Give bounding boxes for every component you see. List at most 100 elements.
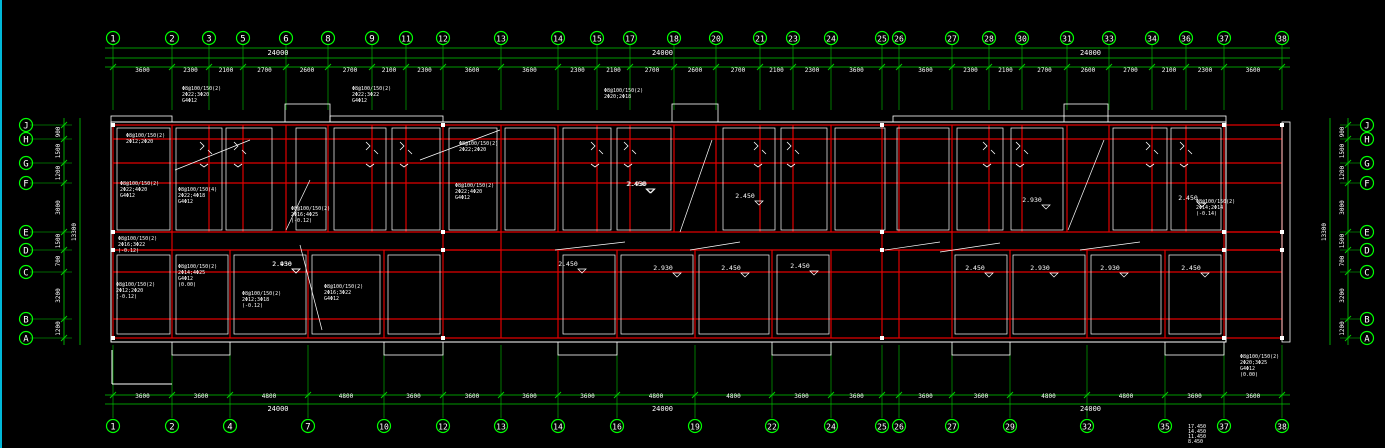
axis-label: 38 [1277,423,1287,432]
annotation-line: Φ8@100/150(2) [324,284,363,290]
axis-circle [666,30,682,46]
leader-line [174,139,251,171]
dim-tick [827,391,835,399]
bottom-dim-value: 3600 [794,393,809,400]
stair-hood-outline [1063,103,1109,123]
axis-label: 34 [1147,35,1157,44]
bottom-axis-bubble: 7 [300,418,316,434]
axis-label: 3 [206,35,211,45]
level-triangle [645,188,655,194]
top-axis-bubble: 6 [278,30,294,46]
room-slab-outline [562,254,616,335]
top-dim-value: 3600 [465,67,480,74]
level-value: 2.930 [1030,264,1050,272]
dim-tick [239,63,247,71]
axis-label: 12 [438,423,448,432]
dim-tick [168,391,176,399]
annotation-line: 2Φ22;2Φ20 [459,147,486,153]
leader-line [689,241,741,251]
axis-label: 37 [1219,423,1229,432]
beam-annotation: Φ8@100/150(2)2Φ12;2Φ20(-0.12) [116,282,155,300]
axis-label: 14 [553,423,563,432]
right-axis-bubble: A [1359,330,1375,346]
axis-circle [300,418,316,434]
column-marker [880,336,884,340]
annotation-line: Φ8@100/150(2) [120,181,159,187]
beam-annotation: Φ8@100/150(2)2Φ14;2Φ14(-0.14) [1196,199,1235,217]
bottom-axis-bubble: 24 [823,418,839,434]
bottom-axis-bubble: 13 [493,418,509,434]
annotation-line: 2Φ20;3Φ25 [1240,360,1267,366]
axis-circle [398,30,414,46]
annotation-line: 2Φ16;3Φ22 [118,242,145,248]
balcony-outline [771,341,832,356]
axis-label: 8 [325,35,330,45]
dim-tick [878,63,886,71]
annotation-line: (-0.12) [242,303,263,309]
dim-tick [497,63,505,71]
bottom-dim-value: 4800 [726,393,741,400]
dim-tick [60,315,68,323]
dim-tick [768,391,776,399]
dim-tick [1278,63,1286,71]
level-mark: 2.450 [1181,264,1210,278]
left-axis-bubble: H [18,131,34,147]
axis-circle [18,264,34,280]
axis-circle [1359,224,1375,240]
title-block-level: 14.450 [1188,429,1206,435]
dim-tick [60,246,68,254]
dim-tick [1344,268,1352,276]
left-dim-value: 3200 [55,288,62,303]
annotation-line: G4Φ12 [178,199,193,205]
axis-circle [235,30,251,46]
level-value: 2.450 [735,192,755,200]
bottom-dim-value: 4800 [1119,393,1134,400]
column-marker [880,248,884,252]
level-value: 2.450 [1181,264,1201,272]
room-slab-outline [225,127,273,231]
axis-label: C [23,269,28,279]
axis-label: 31 [1062,35,1072,44]
door-swing-mark [199,141,213,168]
room-slab-outline [387,254,441,335]
axis-label: 22 [767,423,777,432]
top-dim-value: 2100 [998,67,1013,74]
axis-label: D [23,247,28,257]
level-triangle [1041,204,1051,210]
column-marker [1222,248,1226,252]
axis-circle [1059,30,1075,46]
axis-label: 13 [496,423,506,432]
bottom-dim-value: 3600 [194,393,209,400]
top-axis-bubble: 18 [666,30,682,46]
level-mark: 2.930 [1100,264,1129,278]
top-dim-value: 2100 [606,67,621,74]
axis-circle [1359,175,1375,191]
level-triangle [1049,272,1059,278]
corridor-bay [442,231,502,251]
left-dim-value: 700 [55,255,62,266]
right-axis-bubble: J [1359,117,1375,133]
top-dim-value: 2300 [183,67,198,74]
annotation-line: Φ8@100/150(2) [178,264,217,270]
top-dim-value: 2600 [688,67,703,74]
axis-label: F [23,180,28,190]
level-value: 2.450 [965,264,985,272]
dim-tick [1105,63,1113,71]
axis-circle [944,30,960,46]
axis-label: 35 [1160,423,1170,432]
column-marker [111,336,115,340]
top-axis-bubble: 38 [1274,30,1290,46]
level-value: 2.450 [626,180,646,188]
beam-annotation: Φ8@100/150(2)2Φ12;2Φ20 [126,133,165,145]
dim-tick [380,391,388,399]
axis-label: 5 [240,35,245,45]
bottom-dim-value: 3600 [849,393,864,400]
annotation-line: 2Φ12;2Φ20 [126,139,153,145]
axis-label: H [1364,136,1369,146]
title-block-level: 17.450 [1188,424,1206,430]
bottom-axis-bubble: 25 [874,418,890,434]
